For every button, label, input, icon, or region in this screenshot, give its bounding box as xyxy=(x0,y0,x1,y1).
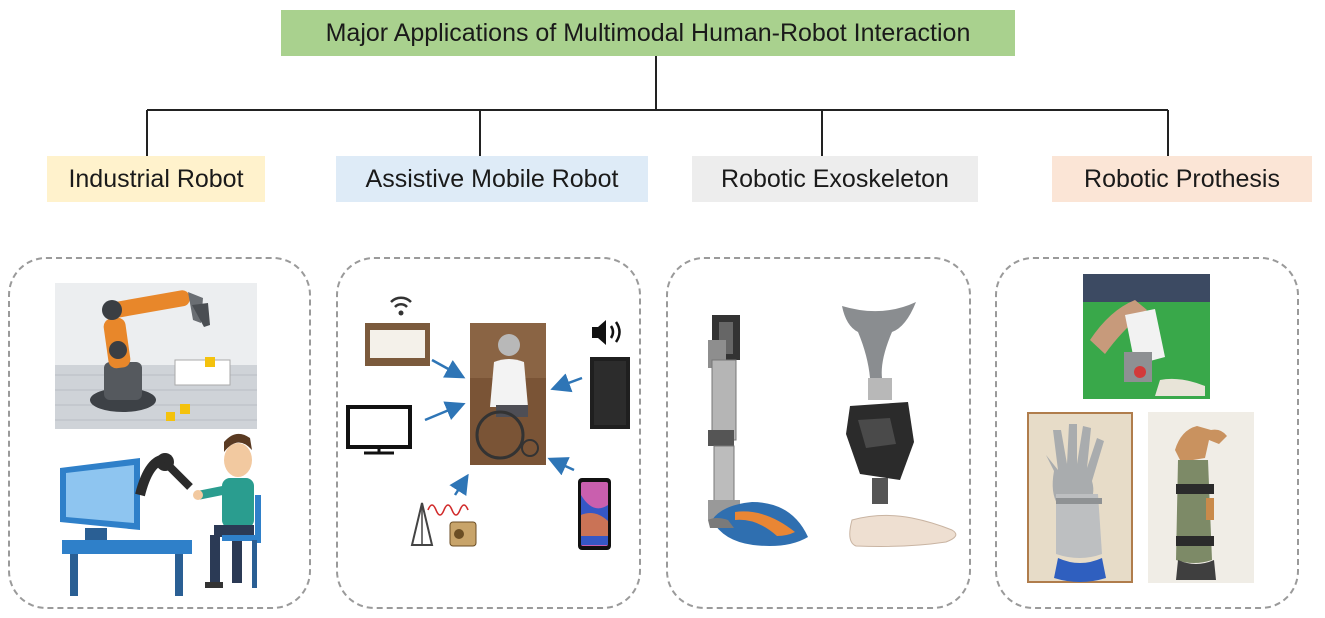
panel-industrial xyxy=(8,257,311,609)
root-node: Major Applications of Multimodal Human-R… xyxy=(281,10,1015,56)
category-label: Assistive Mobile Robot xyxy=(365,164,619,193)
category-robotic-prosthesis: Robotic Prothesis xyxy=(1052,156,1312,202)
panel-prosthesis xyxy=(995,257,1299,609)
input-arrows xyxy=(424,358,583,497)
leg-exoskeleton-image xyxy=(708,315,808,546)
industrial-robot-arm-image xyxy=(55,283,257,429)
root-title: Major Applications of Multimodal Human-R… xyxy=(325,18,971,47)
category-label: Industrial Robot xyxy=(68,164,244,193)
panel-assistive xyxy=(336,257,641,609)
wifi-router-image xyxy=(365,296,430,366)
category-robotic-exoskeleton: Robotic Exoskeleton xyxy=(692,156,978,202)
prosthetic-hand-image-2 xyxy=(1148,412,1254,583)
category-label: Robotic Prothesis xyxy=(1084,164,1280,193)
wheelchair-user-image xyxy=(470,323,546,465)
prosthetic-hand-image xyxy=(1027,412,1133,583)
prosthetic-leg-photo xyxy=(1083,274,1210,399)
panel-exoskeleton xyxy=(666,257,971,609)
prosthetic-leg-image xyxy=(842,302,957,547)
category-industrial-robot: Industrial Robot xyxy=(47,156,265,202)
television-image xyxy=(346,405,412,455)
radio-transmitter-image xyxy=(410,502,477,547)
speaker-image xyxy=(590,320,630,429)
teleoperation-illustration xyxy=(60,433,261,596)
category-assistive-mobile-robot: Assistive Mobile Robot xyxy=(336,156,648,202)
smartphone-image xyxy=(578,478,611,550)
category-label: Robotic Exoskeleton xyxy=(721,164,949,193)
